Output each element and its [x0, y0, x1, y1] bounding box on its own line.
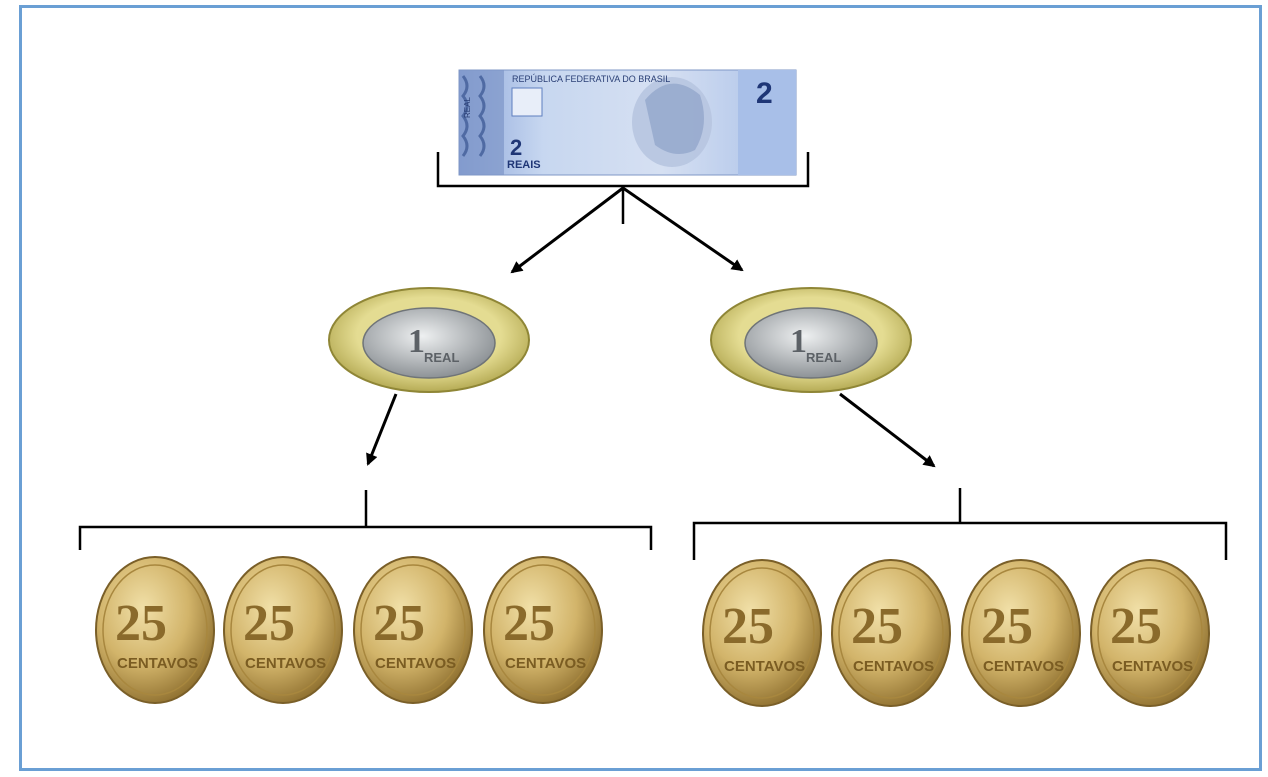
coin-value: 25	[722, 598, 774, 655]
coin-value: 1	[408, 323, 425, 360]
one-real-coin-left: 1 REAL	[328, 287, 530, 393]
coin-unit: CENTAVOS	[983, 658, 1064, 675]
banknote-value-bottom: 2	[510, 135, 522, 160]
coin-value: 25	[243, 595, 295, 652]
arrow-right-coin-to-group	[839, 392, 936, 468]
coin-unit: CENTAVOS	[245, 655, 326, 672]
banknote-header: REPÚBLICA FEDERATIVA DO BRASIL	[512, 74, 670, 84]
coin-unit: CENTAVOS	[853, 658, 934, 675]
one-real-coin-right: 1 REAL	[710, 287, 912, 393]
diagram-frame	[19, 5, 1262, 771]
two-reais-banknote: REPÚBLICA FEDERATIVA DO BRASIL 2 2 REAIS…	[458, 69, 797, 176]
coin-unit: REAL	[806, 350, 841, 365]
twenty-five-centavos-coins: 25CENTAVOS25CENTAVOS25CENTAVOS25CENTAVOS…	[95, 556, 1210, 707]
top-bracket	[436, 152, 810, 224]
coin-value: 25	[503, 595, 555, 652]
coin-value: 25	[115, 595, 167, 652]
coin-value: 25	[851, 598, 903, 655]
coin-unit: CENTAVOS	[375, 655, 456, 672]
coin-unit: CENTAVOS	[117, 655, 198, 672]
banknote-unit: REAIS	[507, 159, 541, 171]
arrow-note-to-left-coin	[510, 186, 624, 274]
coin-value: 25	[373, 595, 425, 652]
arrow-left-coin-to-group	[366, 393, 398, 466]
banknote-value-top: 2	[756, 77, 773, 110]
coin-unit: CENTAVOS	[505, 655, 586, 672]
arrow-note-to-right-coin	[622, 186, 744, 272]
bottom-right-bracket	[692, 488, 1228, 560]
coin-value: 1	[790, 323, 807, 360]
banknote-side-text: REAL	[463, 97, 472, 118]
coin-unit: CENTAVOS	[724, 658, 805, 675]
coin-unit: REAL	[424, 350, 459, 365]
coin-value: 25	[981, 598, 1033, 655]
coin-unit: CENTAVOS	[1112, 658, 1193, 675]
coin-value: 25	[1110, 598, 1162, 655]
bottom-left-bracket	[78, 490, 653, 550]
